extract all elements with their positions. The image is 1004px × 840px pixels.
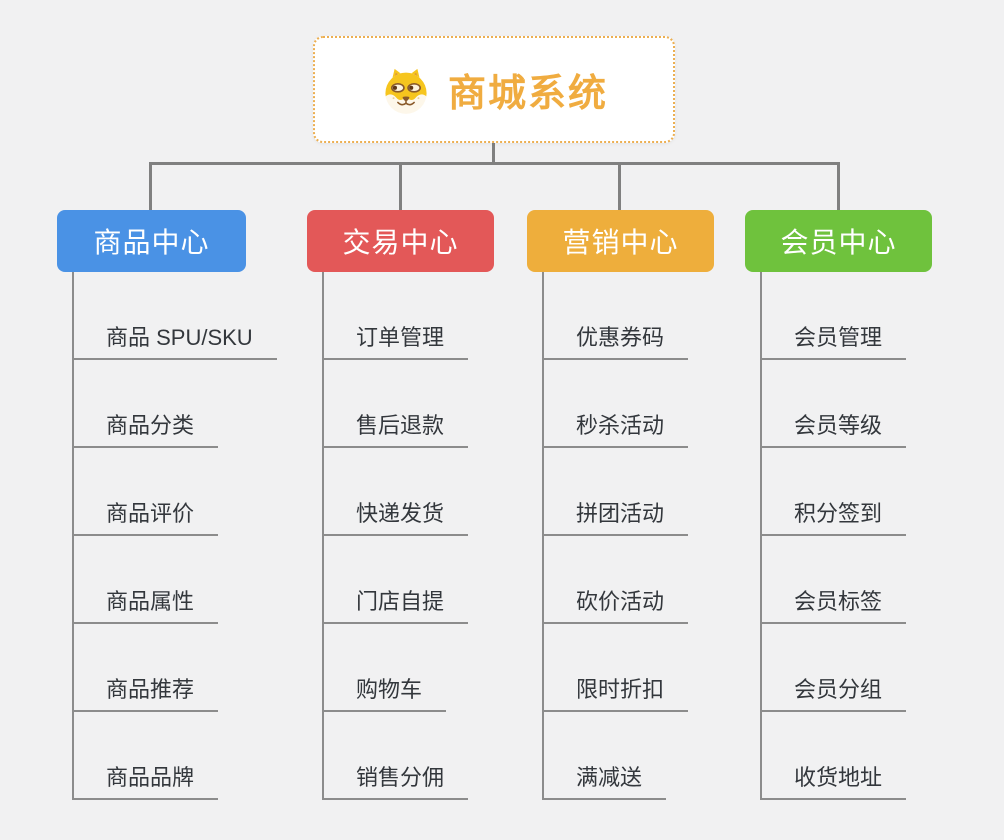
child-node[interactable]: 购物车 xyxy=(324,624,447,712)
child-node[interactable]: 商品评价 xyxy=(74,448,219,536)
branch-children-member-center: 会员管理 会员等级 积分签到 会员标签 会员分组 收货地址 xyxy=(760,272,907,800)
connector-drop-marketing xyxy=(618,162,621,210)
child-node[interactable]: 会员分组 xyxy=(762,624,907,712)
child-node[interactable]: 商品 SPU/SKU xyxy=(74,272,277,360)
child-node[interactable]: 售后退款 xyxy=(324,360,469,448)
child-node[interactable]: 商品推荐 xyxy=(74,624,219,712)
child-node[interactable]: 满减送 xyxy=(544,712,667,800)
connector-drop-product xyxy=(149,162,152,210)
child-node[interactable]: 商品品牌 xyxy=(74,712,219,800)
root-title: 商城系统 xyxy=(447,73,608,115)
branch-node-member-center[interactable]: 会员中心 xyxy=(745,210,932,272)
child-node[interactable]: 积分签到 xyxy=(762,448,907,536)
child-node[interactable]: 商品属性 xyxy=(74,536,219,624)
connector-drop-member xyxy=(837,162,840,210)
branch-node-trade-center[interactable]: 交易中心 xyxy=(307,210,494,272)
child-node[interactable]: 砍价活动 xyxy=(544,536,689,624)
child-node[interactable]: 门店自提 xyxy=(324,536,469,624)
branch-children-marketing-center: 优惠券码 秒杀活动 拼团活动 砍价活动 限时折扣 满减送 xyxy=(542,272,689,800)
child-node[interactable]: 会员管理 xyxy=(762,272,907,360)
child-node[interactable]: 会员标签 xyxy=(762,536,907,624)
child-node[interactable]: 收货地址 xyxy=(762,712,907,800)
connector-drop-trade xyxy=(399,162,402,210)
child-node[interactable]: 会员等级 xyxy=(762,360,907,448)
branch-children-trade-center: 订单管理 售后退款 快递发货 门店自提 购物车 销售分佣 xyxy=(322,272,469,800)
branch-node-marketing-center[interactable]: 营销中心 xyxy=(527,210,714,272)
root-connector-stub xyxy=(492,143,495,163)
child-node[interactable]: 拼团活动 xyxy=(544,448,689,536)
child-node[interactable]: 商品分类 xyxy=(74,360,219,448)
root-node[interactable]: 商城系统 xyxy=(313,36,675,143)
child-node[interactable]: 订单管理 xyxy=(324,272,469,360)
child-node[interactable]: 限时折扣 xyxy=(544,624,689,712)
connector-bus-line xyxy=(149,162,840,165)
branch-children-product-center: 商品 SPU/SKU 商品分类 商品评价 商品属性 商品推荐 商品品牌 xyxy=(72,272,277,800)
branch-node-product-center[interactable]: 商品中心 xyxy=(57,210,246,272)
child-node[interactable]: 销售分佣 xyxy=(324,712,469,800)
child-node[interactable]: 快递发货 xyxy=(324,448,469,536)
child-node[interactable]: 秒杀活动 xyxy=(544,360,689,448)
child-node[interactable]: 优惠券码 xyxy=(544,272,689,360)
doge-face-icon xyxy=(385,68,427,114)
